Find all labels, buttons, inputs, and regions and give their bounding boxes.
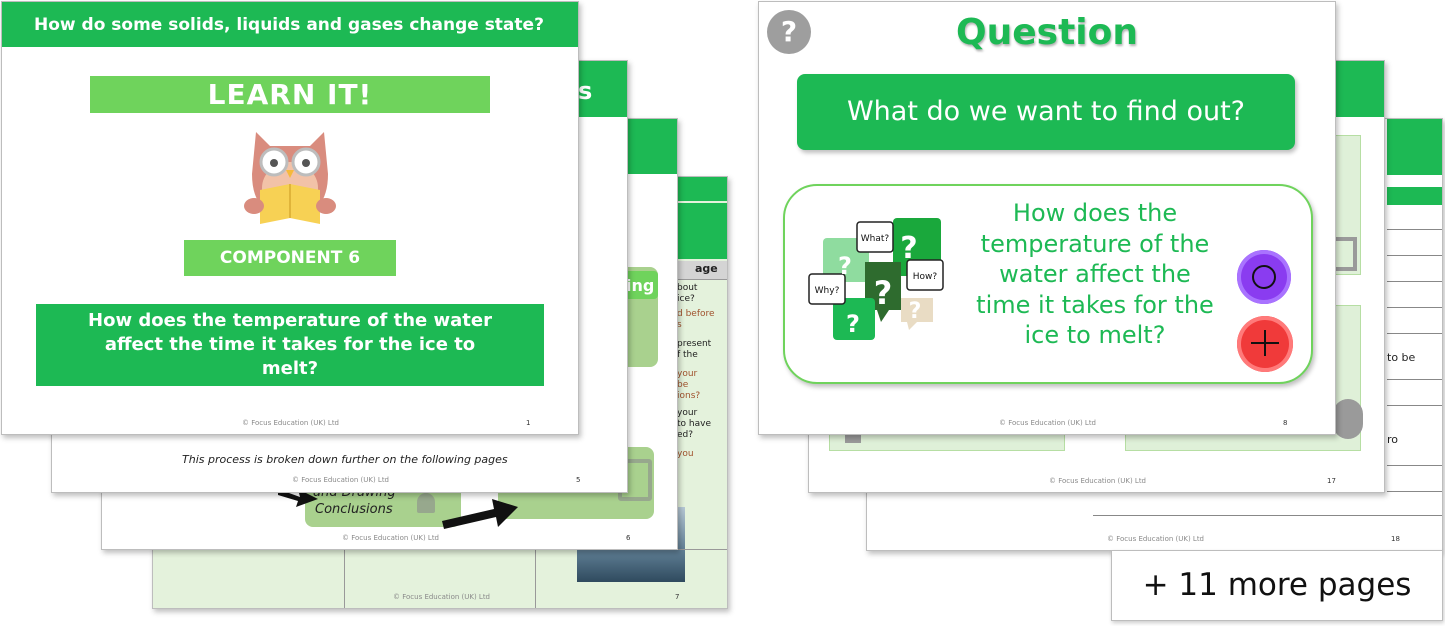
footer-copyright: © Focus Education (UK) Ltd	[1049, 477, 1147, 485]
writing-line	[1387, 465, 1442, 466]
slide-header-bar: How do some solids, liquids and gases ch…	[2, 2, 578, 47]
fragment: ice?	[677, 294, 695, 304]
learn-it-banner: LEARN IT!	[90, 76, 490, 113]
fragment: ed?	[677, 430, 694, 440]
conclusions-label: Conclusions	[315, 502, 393, 517]
question-mark-icon: ?	[767, 10, 811, 54]
page-number: 8	[1283, 419, 1288, 427]
slide-header-bar	[1387, 119, 1442, 175]
svg-text:?: ?	[846, 310, 860, 338]
svg-text:?: ?	[900, 231, 917, 266]
page-number: 5	[576, 476, 581, 484]
slide-page-1: How do some solids, liquids and gases ch…	[1, 1, 579, 435]
writing-line	[1387, 229, 1442, 230]
question-card: ? ? ? ? ? What? How? Why? How does the t…	[783, 184, 1313, 384]
table-column-divider	[344, 549, 345, 608]
writing-line	[1387, 333, 1442, 334]
info-circle-icon	[1333, 399, 1363, 439]
footer-copyright: © Focus Education (UK) Ltd	[393, 593, 491, 601]
question-banner: How does the temperature of the water af…	[36, 304, 544, 386]
svg-text:?: ?	[838, 252, 852, 280]
writing-line	[1387, 255, 1442, 256]
footer-copyright: © Focus Education (UK) Ltd	[1107, 535, 1205, 543]
subtitle-text: What do we want to find out?	[846, 96, 1246, 127]
fragment: to have	[677, 419, 711, 429]
footer-copyright: © Focus Education (UK) Ltd	[242, 419, 340, 427]
step-label-text: ing	[626, 276, 655, 295]
slide-header-title: How do some solids, liquids and gases ch…	[34, 15, 544, 35]
footer-copyright: © Focus Education (UK) Ltd	[999, 419, 1097, 427]
bubble-how-text: How?	[913, 272, 938, 282]
page-number: 18	[1391, 535, 1400, 543]
footer-copyright: © Focus Education (UK) Ltd	[292, 476, 390, 484]
green-strip	[1387, 187, 1442, 205]
writing-line	[1387, 307, 1442, 308]
person-icon	[417, 493, 435, 513]
small-square-icon	[845, 433, 861, 443]
page-number: 17	[1327, 477, 1336, 485]
writing-line	[1387, 281, 1442, 282]
step-label: ing	[622, 271, 658, 299]
page-number: 1	[526, 419, 531, 427]
fragment: your	[677, 408, 698, 418]
arrow-icon	[442, 499, 518, 529]
slide-header-bar	[1329, 61, 1384, 117]
slide-title: Question	[956, 12, 1138, 53]
fragment: f the	[677, 350, 698, 360]
process-note: This process is broken down further on t…	[182, 453, 508, 466]
table-header-cell: age	[673, 261, 727, 280]
page-number: 7	[675, 593, 680, 601]
bubble-why-text: Why?	[815, 286, 840, 296]
slide-header-bar	[627, 119, 677, 174]
fragment: ions?	[677, 391, 701, 401]
svg-text:?: ?	[909, 299, 922, 324]
fragment: d before	[677, 309, 715, 319]
header-fragment: s	[578, 77, 593, 105]
writing-line	[1093, 515, 1442, 516]
more-pages-text: + 11 more pages	[1142, 567, 1412, 603]
svg-text:?: ?	[874, 274, 893, 312]
fragment: your	[677, 369, 698, 379]
fragment: be	[677, 380, 689, 390]
footer-copyright: © Focus Education (UK) Ltd	[342, 534, 440, 542]
timer-skill-icon	[1237, 250, 1291, 304]
fragment: you	[677, 449, 694, 459]
fragment: bout	[677, 283, 698, 293]
component-text: COMPONENT 6	[219, 248, 361, 268]
table-header-text: age	[695, 262, 718, 275]
question-text: How does the temperature of the water af…	[88, 310, 492, 379]
question-text: How does the temperature of the water af…	[976, 199, 1214, 349]
fragment: present	[677, 339, 712, 349]
writing-line	[1387, 405, 1442, 406]
text-fragment: to be	[1387, 351, 1416, 364]
arrow-icon	[278, 489, 318, 507]
writing-line	[1387, 491, 1442, 492]
slide-header-bar	[673, 177, 727, 201]
slide-page-8: ? Question What do we want to find out? …	[758, 1, 1336, 435]
green-side-block	[673, 203, 727, 259]
writing-line	[1387, 379, 1442, 380]
component-banner: COMPONENT 6	[184, 240, 396, 276]
fragment: s	[677, 320, 682, 330]
speech-bubbles-icon: ? ? ? ? ? What? How? Why?	[808, 218, 944, 340]
scales-skill-icon	[1237, 316, 1293, 372]
learn-it-text: LEARN IT!	[207, 78, 373, 111]
table-column-divider	[535, 549, 536, 608]
page-number: 6	[626, 534, 631, 542]
text-fragment: ro	[1387, 433, 1399, 446]
table-text-column: bout ice? d before s present f the your …	[677, 283, 727, 460]
owl-reading-icon	[244, 132, 336, 224]
subtitle-banner: What do we want to find out?	[797, 74, 1295, 150]
more-pages-badge: + 11 more pages	[1111, 550, 1443, 621]
bubble-what-text: What?	[861, 234, 890, 244]
